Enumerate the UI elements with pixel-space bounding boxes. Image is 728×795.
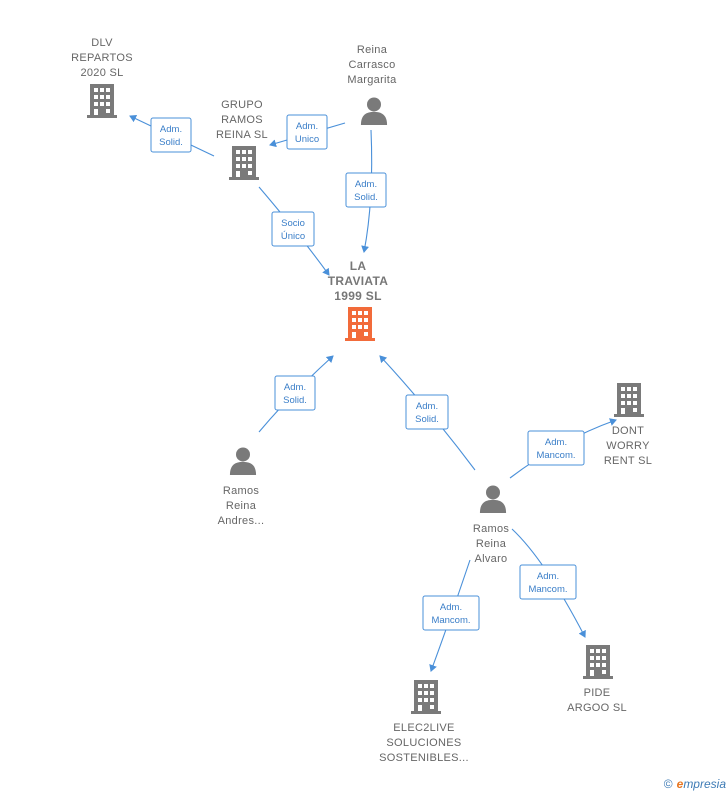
edge-label-box <box>405 394 449 430</box>
node-label-line: Ramos <box>473 523 510 535</box>
node-label-line: TRAVIATA <box>328 274 388 288</box>
edge-label-text: Adm. <box>416 401 438 412</box>
edge-label-box <box>271 211 315 247</box>
edge-label-box <box>286 114 328 150</box>
node-label-line: ARGOO SL <box>567 702 627 714</box>
empresia-watermark: ©empresia <box>664 777 726 791</box>
edge-label-text: Solid. <box>159 137 183 148</box>
edge-label-text: Adm. <box>296 121 318 132</box>
node-label-line: Ramos <box>223 485 260 497</box>
node-label-line: PIDE <box>584 687 611 699</box>
node-label-line: SOSTENIBLES... <box>379 752 469 764</box>
edge-label-text: Adm. <box>355 179 377 190</box>
person-icon <box>229 447 257 475</box>
node-label-line: Alvaro <box>475 553 508 565</box>
node-label-line: 2020 SL <box>80 67 123 79</box>
edge-label-text: Adm. <box>160 124 182 135</box>
building-icon <box>583 645 613 679</box>
edge-label-box <box>345 172 387 208</box>
node-pide[interactable]: PIDE ARGOO SL <box>567 645 627 714</box>
edge-label-text: Socio <box>281 218 305 229</box>
node-label-line: Margarita <box>347 74 397 86</box>
edge-label-alvaro-elec[interactable]: Adm. Mancom. <box>422 595 480 631</box>
edge-label-alvaro-dont[interactable]: Adm. Mancom. <box>527 430 585 466</box>
node-label-line: LA <box>350 259 367 273</box>
brand-initial: e <box>676 777 684 791</box>
node-label-line: WORRY <box>606 440 650 452</box>
node-label-line: REINA SL <box>216 129 268 141</box>
node-label-line: RENT SL <box>604 455 652 467</box>
node-dont[interactable]: DONT WORRY RENT SL <box>604 383 652 467</box>
edge-label-andres-traviata[interactable]: Adm. Solid. <box>274 375 316 411</box>
node-label-line: Andres... <box>218 515 265 527</box>
edge-label-reina-grupo[interactable]: Adm. Unico <box>286 114 328 150</box>
edge-label-box <box>274 375 316 411</box>
node-label-line: DLV <box>91 37 113 49</box>
edge-label-text: Mancom. <box>431 615 470 626</box>
node-dlv[interactable]: DLV REPARTOS 2020 SL <box>71 37 133 118</box>
edge-label-text: Adm. <box>440 602 462 613</box>
edge-label-text: Solid. <box>354 192 378 203</box>
edge-label-reina-traviata[interactable]: Adm. Solid. <box>345 172 387 208</box>
edge-label-box <box>527 430 585 466</box>
person-icon <box>479 485 507 513</box>
node-label-line: Reina <box>226 500 257 512</box>
node-label-line: Reina <box>476 538 507 550</box>
node-label-line: SOLUCIONES <box>386 737 461 749</box>
building-icon <box>614 383 644 417</box>
building-icon <box>411 680 441 714</box>
node-andres[interactable]: RamosReinaAndres... <box>218 447 265 527</box>
edge-label-text: Unico <box>295 134 319 145</box>
edge-label-text: Solid. <box>415 414 439 425</box>
edge-label-text: Único <box>281 231 305 242</box>
edge-label-text: Mancom. <box>536 450 575 461</box>
edge-label-text: Mancom. <box>528 584 567 595</box>
node-label-line: Carrasco <box>348 59 395 71</box>
node-grupo[interactable]: GRUPO RAMOS REINA SL <box>216 99 268 180</box>
node-label-line: GRUPO <box>221 99 263 111</box>
edge-label-text: Adm. <box>537 571 559 582</box>
edge-label-text: Adm. <box>545 437 567 448</box>
edge-label-text: Adm. <box>284 382 306 393</box>
node-label-line: Reina <box>357 44 388 56</box>
node-label-line: REPARTOS <box>71 52 133 64</box>
edge-label-box <box>422 595 480 631</box>
node-label-line: RAMOS <box>221 114 263 126</box>
edge-label-alvaro-traviata[interactable]: Adm. Solid. <box>405 394 449 430</box>
building-icon <box>87 84 117 118</box>
copyright-icon: © <box>663 777 673 791</box>
node-label-line: ELEC2LIVE <box>393 722 454 734</box>
building-icon <box>229 146 259 180</box>
edge-label-box <box>519 564 577 600</box>
edge-label-text: Solid. <box>283 395 307 406</box>
node-label-line: DONT <box>612 425 644 437</box>
node-elec[interactable]: ELEC2LIVE SOLUCIONES SOSTENIBLES... <box>379 680 469 764</box>
node-label-line: 1999 SL <box>334 289 381 303</box>
building-icon <box>345 307 375 341</box>
person-icon <box>360 97 388 125</box>
edge-label-box <box>150 117 192 153</box>
edge-label-alvaro-pide[interactable]: Adm. Mancom. <box>519 564 577 600</box>
brand-name: mpresia <box>683 777 726 791</box>
edge-label-grupo-dlv[interactable]: Adm. Solid. <box>150 117 192 153</box>
